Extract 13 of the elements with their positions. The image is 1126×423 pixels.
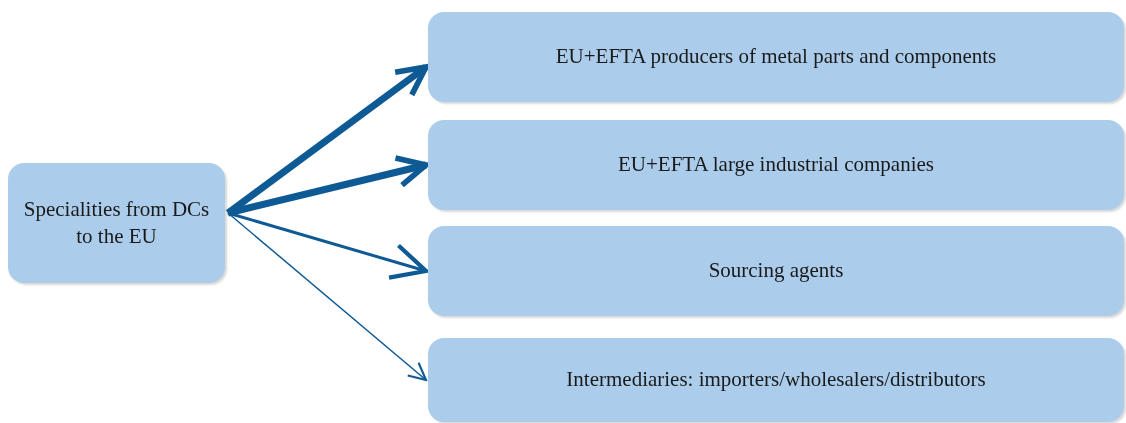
- process-box: [8, 163, 225, 283]
- arrow: [227, 155, 429, 217]
- arrow: [227, 211, 429, 280]
- process-box: [428, 120, 1124, 210]
- box-label: Intermediaries: importers/wholesalers/distributors: [566, 366, 986, 394]
- box-label: Specialities from DCs to the EU: [22, 195, 211, 250]
- arrow: [227, 212, 428, 382]
- box-label: EU+EFTA producers of metal parts and components: [555, 43, 997, 71]
- process-box: [428, 226, 1124, 316]
- box-label: Sourcing agents: [708, 257, 844, 285]
- box-label: EU+EFTA large industrial companies: [618, 151, 934, 179]
- process-box: [428, 338, 1124, 422]
- process-box: [428, 12, 1124, 102]
